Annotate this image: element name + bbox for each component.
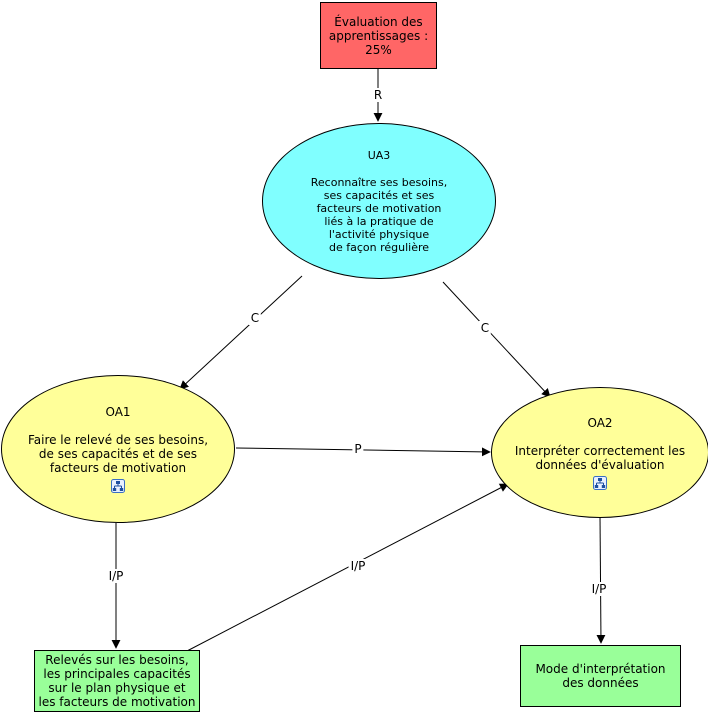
releves-node[interactable]: Relevés sur les besoins, les principales… — [34, 650, 200, 712]
releves-line-3: sur le plan physique et — [48, 681, 186, 695]
edge-label-oa1-oa2: P — [352, 442, 364, 456]
edge-releves-oa2 — [186, 483, 509, 652]
edge-label-r: R — [371, 88, 385, 102]
edge-oa2-mode — [596, 515, 606, 644]
evaluation-node[interactable]: Évaluation des apprentissages : 25% — [320, 2, 437, 69]
ua3-line-2: ses capacités et ses — [323, 188, 435, 202]
releves-line-2: les principales capacités — [43, 667, 191, 681]
evaluation-line-1: Évaluation des — [334, 14, 423, 29]
ua3-title: UA3 — [367, 148, 391, 162]
evaluation-line-2: apprentissages : — [328, 28, 429, 43]
ua3-line-5: l'activité physique — [328, 227, 430, 241]
oa2-line-2: données d'évaluation — [535, 457, 665, 472]
oa1-line-3: facteurs de motivation — [49, 461, 187, 475]
mode-line-1: Mode d'interprétation — [535, 662, 666, 676]
ua3-line-1: Reconnaître ses besoins, — [310, 175, 448, 189]
mode-line-2: des données — [562, 676, 639, 690]
ua3-line-3: facteurs de motivation — [316, 201, 442, 215]
edge-label-oa2-mode: I/P — [589, 582, 609, 596]
edge-label-oa1-releves: I/P — [106, 569, 126, 583]
oa1-line-2: de ses capacités et de ses — [38, 447, 198, 461]
oa1-line-1: Faire le relevé de ses besoins, — [27, 433, 209, 447]
edge-label-releves-oa2: I/P — [348, 559, 368, 573]
ua3-node[interactable]: UA3 Reconnaître ses besoins, ses capacit… — [262, 123, 496, 279]
ua3-line-4: liés à la pratique de — [324, 214, 434, 228]
edge-ua3-oa2 — [442, 281, 551, 398]
edge-label-ua3-oa1: C — [248, 311, 262, 325]
evaluation-line-3: 25% — [365, 42, 392, 57]
edge-label-ua3-oa2: C — [478, 321, 492, 335]
concept-map-icon[interactable] — [111, 479, 125, 493]
ua3-line-6: de façon régulière — [328, 240, 430, 254]
releves-line-1: Relevés sur les besoins, — [45, 653, 189, 667]
oa1-node[interactable]: OA1 Faire le relevé de ses besoins, de s… — [1, 375, 235, 523]
mode-node[interactable]: Mode d'interprétation des données — [520, 645, 681, 707]
oa2-line-1: Interpréter correctement les — [514, 443, 686, 458]
concept-map-icon[interactable] — [593, 475, 607, 490]
oa2-node[interactable]: OA2 Interpréter correctement les données… — [491, 387, 708, 518]
oa2-title: OA2 — [587, 415, 613, 430]
edge-ua3-oa1 — [179, 275, 303, 390]
oa1-title: OA1 — [105, 405, 131, 419]
releves-line-4: les facteurs de motivation — [38, 695, 196, 709]
